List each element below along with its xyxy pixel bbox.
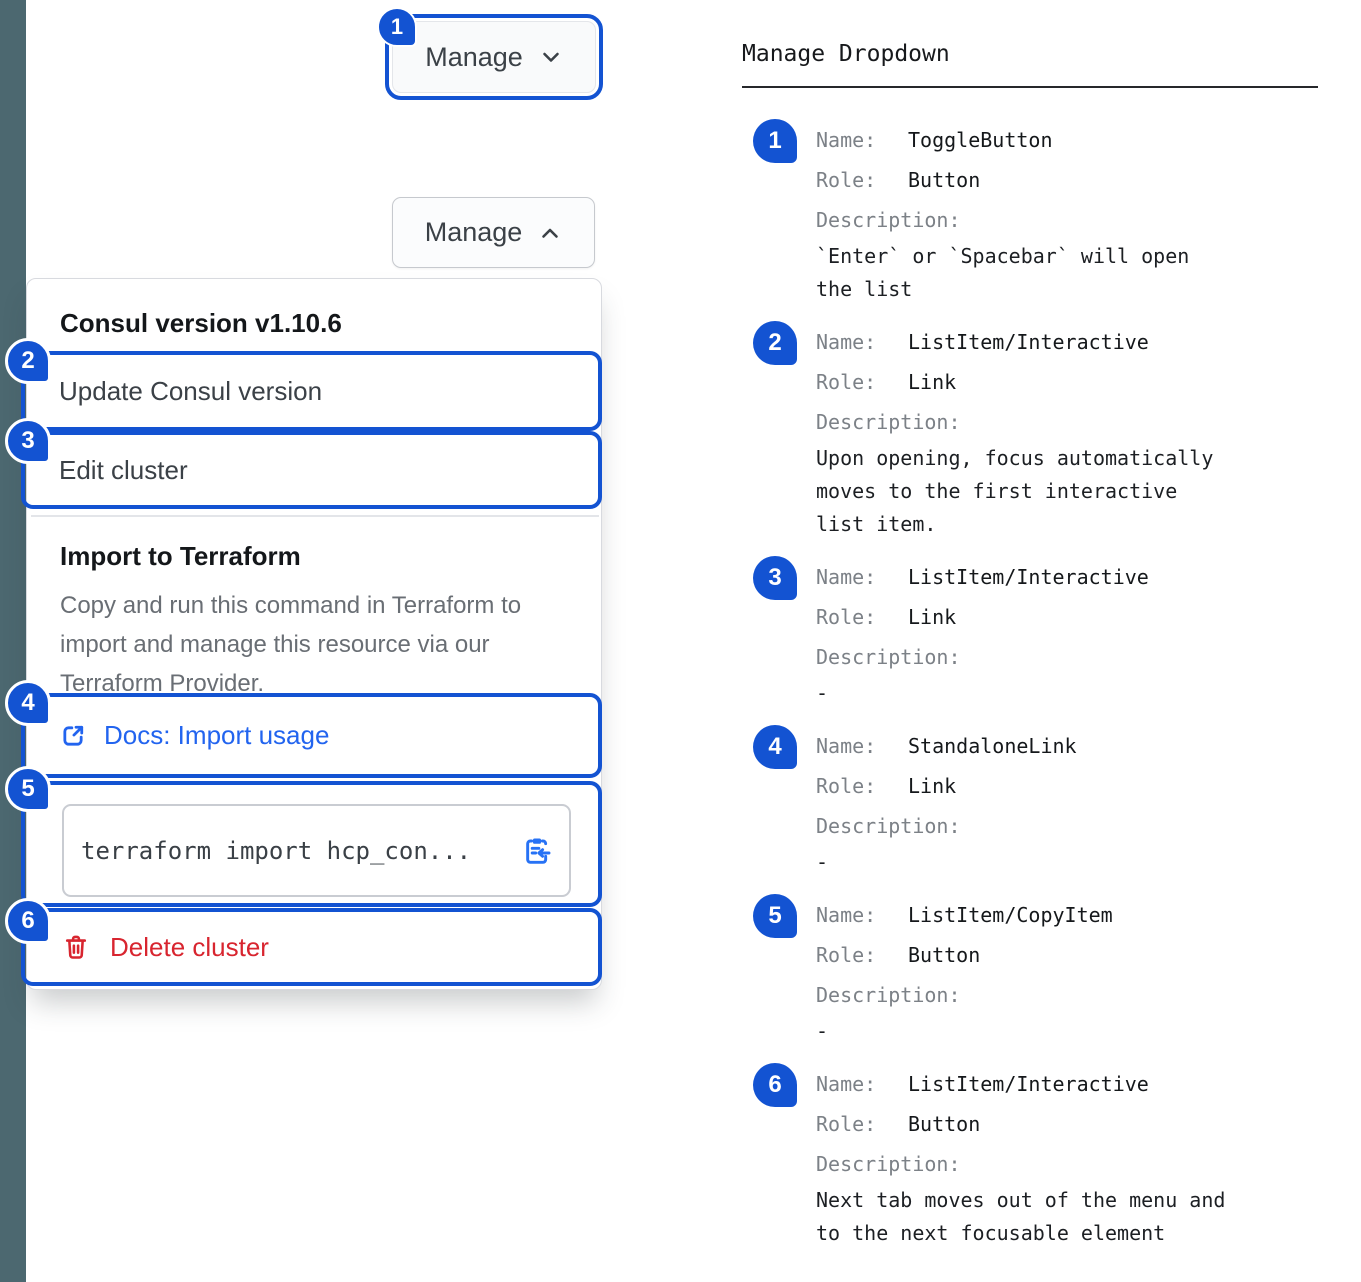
legend-badge-5: 5: [753, 894, 797, 938]
entry-role: Button: [908, 1112, 981, 1136]
menu-item-label: Edit cluster: [59, 454, 188, 485]
entry-name: ListItem/CopyItem: [908, 903, 1113, 927]
legend-title-rule: [742, 86, 1318, 88]
annotation-badge-1: 1: [377, 7, 417, 47]
menu-item-label: Update Consul version: [59, 375, 323, 406]
menu-item-delete-cluster[interactable]: Delete cluster: [21, 908, 602, 986]
import-section-description: Copy and run this command in Terraform t…: [60, 592, 522, 697]
legend-entry-6: 6 Name:ListItem/Interactive Role:Button …: [742, 1063, 1320, 1250]
name-label: Name:: [816, 565, 877, 589]
description-label: Description:: [816, 814, 961, 838]
menu-item-docs-import-usage[interactable]: Docs: Import usage: [21, 693, 602, 778]
name-label: Name:: [816, 903, 877, 927]
entry-role: Link: [908, 605, 957, 629]
manage-toggle-button-collapsed[interactable]: Manage: [385, 14, 603, 100]
annotation-badge-3: 3: [5, 418, 51, 464]
menu-item-update-consul-version[interactable]: Update Consul version: [21, 351, 602, 431]
terraform-command-field[interactable]: terraform import hcp_con...: [62, 804, 571, 897]
docs-link-label: Docs: Import usage: [104, 720, 330, 750]
entry-role: Link: [908, 370, 957, 394]
role-label: Role:: [816, 943, 877, 967]
menu-divider: [31, 515, 599, 517]
role-label: Role:: [816, 1112, 877, 1136]
menu-item-edit-cluster[interactable]: Edit cluster: [21, 431, 602, 509]
role-label: Role:: [816, 774, 877, 798]
entry-role: Button: [908, 943, 981, 967]
entry-name: ToggleButton: [908, 128, 1053, 152]
entry-name: ListItem/Interactive: [908, 1072, 1149, 1096]
legend-badge-4: 4: [753, 725, 797, 769]
description-label: Description:: [816, 645, 961, 669]
role-label: Role:: [816, 370, 877, 394]
manage-button-label: Manage: [425, 41, 523, 72]
description-label: Description:: [816, 1152, 961, 1176]
entry-role: Button: [908, 168, 981, 192]
legend-entry-2: 2 Name: ListItem/Interactive Role: Link De…: [742, 321, 1320, 541]
annotation-badge-5: 5: [5, 766, 51, 812]
chevron-down-icon: [542, 52, 559, 62]
menu-item-copy-command: terraform import hcp_con...: [21, 781, 602, 907]
entry-name: ListItem/Interactive: [908, 330, 1149, 354]
description-label: Description:: [816, 208, 961, 232]
legend-badge-6: 6: [753, 1063, 797, 1107]
legend-badge-2: 2: [753, 321, 797, 365]
entry-description: Upon opening, focus automatically moves …: [816, 446, 1214, 536]
entry-description: -: [816, 850, 829, 874]
entry-role: Link: [908, 774, 957, 798]
legend-entry-1: 1 Name: ToggleButton Role: Button Descript…: [742, 119, 1320, 306]
annotation-badge-2: 2: [5, 338, 51, 384]
role-label: Role:: [816, 605, 877, 629]
entry-description: Next tab moves out of the menu and to th…: [816, 1188, 1226, 1245]
name-label: Name:: [816, 128, 877, 152]
name-label: Name:: [816, 1072, 877, 1096]
description-label: Description:: [816, 983, 961, 1007]
entry-name: ListItem/Interactive: [908, 565, 1149, 589]
entry-description: `Enter` or `Spacebar` will open the list: [816, 244, 1190, 301]
legend-badge-1: 1: [753, 119, 797, 163]
entry-description: -: [816, 681, 829, 705]
clipboard-copy-icon[interactable]: [521, 835, 553, 867]
legend-entry-4: 4 Name: StandaloneLink Role: Link Descript…: [742, 725, 1320, 879]
legend-entry-3: 3 Name: ListItem/Interactive Role: Link De…: [742, 556, 1320, 710]
terraform-command-text: terraform import hcp_con...: [81, 836, 472, 865]
page-side-strip: [0, 0, 26, 1282]
legend-panel: Manage Dropdown 1 Name: ToggleButton Role…: [742, 40, 1320, 1266]
name-label: Name:: [816, 734, 877, 758]
legend-title: Manage Dropdown: [742, 41, 950, 67]
external-link-icon: [63, 725, 84, 746]
legend-entries: 1 Name: ToggleButton Role: Button Descript…: [742, 119, 1320, 1250]
delete-cluster-label: Delete cluster: [110, 931, 269, 962]
trash-icon: [65, 935, 87, 959]
manage-toggle-button-expanded[interactable]: Manage: [392, 197, 595, 268]
manage-button-label: Manage: [424, 217, 523, 247]
annotation-badge-6: 6: [5, 898, 51, 944]
consul-version-header: Consul version v1.10.6: [60, 308, 342, 338]
chevron-up-icon: [542, 228, 559, 238]
import-section-title: Import to Terraform: [60, 541, 301, 571]
name-label: Name:: [816, 330, 877, 354]
entry-description: -: [816, 1019, 829, 1043]
annotation-badge-4: 4: [5, 680, 51, 726]
legend-entry-5: 5 Name: ListItem/CopyItem Role: Button Des…: [742, 894, 1320, 1048]
description-label: Description:: [816, 410, 961, 434]
entry-name: StandaloneLink: [908, 734, 1077, 758]
legend-badge-3: 3: [753, 556, 797, 600]
role-label: Role:: [816, 168, 877, 192]
